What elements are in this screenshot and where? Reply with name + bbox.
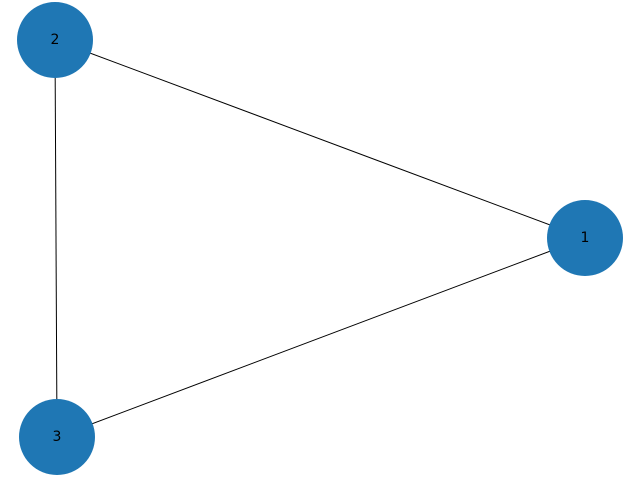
node-label-2: 2: [51, 32, 60, 48]
edge-2-1: [54, 39, 586, 239]
edge-3-1: [56, 237, 586, 438]
node-label-3: 3: [53, 429, 62, 445]
node-1: [547, 200, 623, 276]
node-2: [17, 2, 93, 78]
node-3: [19, 399, 95, 475]
node-label-1: 1: [581, 230, 590, 246]
edge-2-3: [54, 39, 58, 438]
